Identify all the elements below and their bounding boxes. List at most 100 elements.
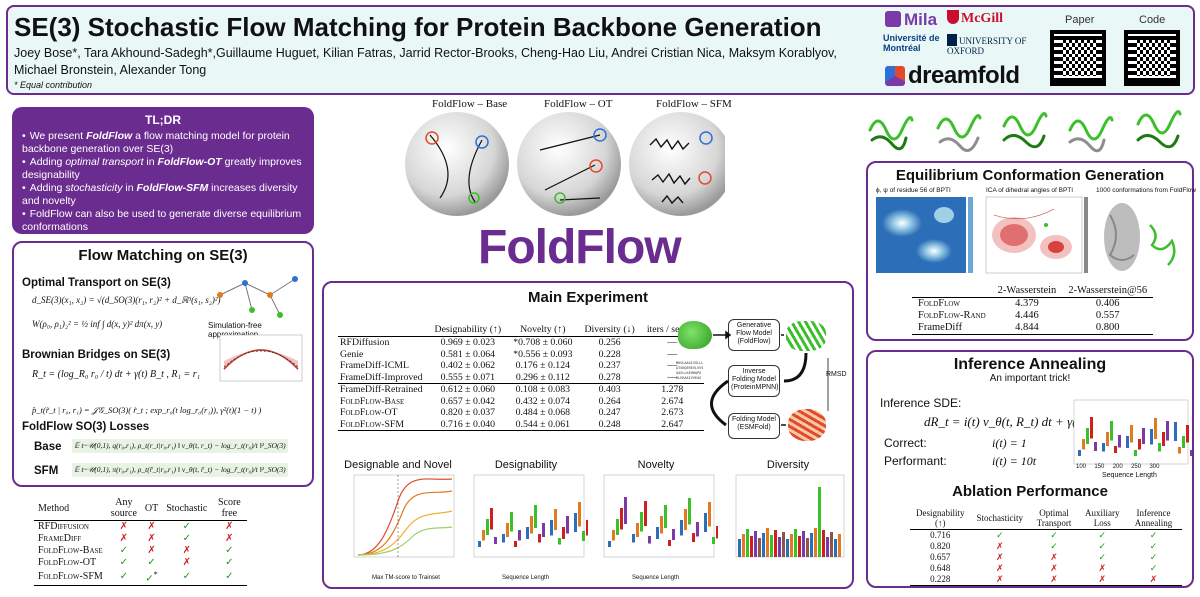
table-cell: 2.674: [661, 395, 684, 407]
eq-subfig-label-2: ICA of dihedral angles of BPTI: [986, 187, 1074, 194]
code-qr-icon[interactable]: [1124, 30, 1180, 86]
check-icon: ✓: [119, 545, 129, 556]
table-cell: 0.716: [930, 530, 951, 540]
annealing-boxplot: [1073, 399, 1192, 465]
designable-novel-plot: [353, 474, 455, 558]
box: [494, 537, 497, 544]
table-cell: FoldFlow-SFM: [338, 418, 429, 431]
box: [514, 541, 517, 547]
ablation-table-body: 0.716✓✓✓✓0.820✗✓✓✓0.657✗✗✓✓0.648✗✗✗✓0.22…: [910, 530, 1182, 586]
check-icon: ✓: [225, 545, 234, 556]
table-cell: 0.406: [1095, 298, 1120, 309]
bar: [758, 538, 761, 557]
box: [1110, 421, 1113, 441]
folded-structure-icon: [788, 409, 826, 441]
box: [1114, 446, 1117, 453]
table-header-row: 2-Wasserstein 2-Wasserstein@56: [912, 284, 1154, 298]
sfm-loss-label: SFM: [34, 465, 59, 477]
bar: [750, 536, 753, 557]
bar: [762, 533, 765, 557]
table-cell: FoldFlow-OT: [340, 407, 398, 418]
box: [1134, 450, 1137, 456]
table-cell: ✗: [1125, 574, 1182, 586]
cross-icon: ✗: [1050, 552, 1058, 562]
box: [1082, 439, 1085, 450]
noise-protein-icon: [678, 321, 712, 349]
poster-title: SE(3) Stochastic Flow Matching for Prote…: [14, 12, 822, 42]
cross-icon: ✗: [1050, 574, 1058, 584]
method-comparison-table: Method Any source OT Stochastic Score fr…: [34, 496, 248, 586]
cross-icon: ✗: [1098, 563, 1107, 573]
mcgill-logo: McGill: [947, 10, 1003, 27]
tldr-item: Adding optimal transport in FoldFlow-OT …: [22, 156, 304, 182]
table-cell: 0.820: [930, 541, 951, 551]
table-cell: ✗: [141, 533, 162, 545]
box: [644, 501, 647, 526]
table-cell: ✓: [1126, 552, 1182, 563]
table-cell: —: [667, 337, 678, 348]
box: [534, 505, 537, 528]
box: [486, 519, 489, 535]
table-cell: FrameDiff-Improved: [340, 371, 423, 383]
table-cell: ✗: [107, 521, 141, 534]
table-row: 0.228✗✗✗✗: [910, 574, 1182, 586]
table-cell: 0.108 ± 0.083: [507, 383, 579, 396]
table-row: FoldFlow-SFM✓✓*✓✓: [34, 569, 248, 586]
mini-chart-designable-novel: Designable and Novel Max TM-score to Tra…: [338, 459, 458, 587]
col-header: Optimal Transport: [1029, 507, 1079, 530]
box: [526, 527, 529, 539]
table-cell: ✓: [1029, 530, 1079, 542]
rmsd-label: RMSD: [826, 371, 847, 378]
box: [648, 536, 651, 544]
method-name: FoldFlow-Base: [38, 545, 103, 556]
mini-chart-designability: Designability Sequence Length: [464, 459, 593, 587]
box: [1086, 428, 1089, 444]
box: [704, 513, 707, 532]
eq-subfig-label-1: ϕ, ψ of residue 56 of BPTI: [876, 187, 951, 194]
box: [668, 540, 671, 546]
box: [1090, 417, 1093, 439]
flow-matching-panel: Flow Matching on SE(3) Optimal Transport…: [12, 241, 314, 487]
box: [550, 520, 553, 536]
table-cell: 0.648: [930, 563, 951, 573]
box: [636, 523, 639, 537]
sphere-label-ot: FoldFlow – OT: [544, 98, 613, 110]
bar: [802, 531, 805, 557]
box: [1190, 450, 1192, 456]
tldr-item: We present FoldFlow a flow matching mode…: [22, 130, 304, 156]
table-cell: 0.256: [598, 337, 621, 348]
table-cell: 0.278: [598, 371, 621, 383]
oxford-logo: UNIVERSITY OF OXFORD: [947, 34, 1027, 56]
table-row: FoldFlow-OT✓✓✗✓: [34, 557, 247, 569]
box: [518, 530, 521, 541]
table-cell: 0.820 ± 0.037: [440, 407, 496, 418]
boxplot-group: [478, 502, 593, 547]
sphere-base: [405, 112, 509, 216]
sim-free-label: Simulation-free approximation: [208, 321, 262, 339]
bar: [830, 532, 833, 557]
ica-dihedral-plot: [985, 196, 1088, 274]
diversity-barplot: [735, 474, 845, 558]
table-row: FrameDiff✗✗✓✗: [34, 533, 247, 545]
table-cell: 0.800: [1062, 322, 1154, 335]
table-cell: ✗: [141, 545, 162, 557]
table-cell: 2.673: [661, 407, 684, 418]
table-cell: 0.557: [1095, 310, 1120, 321]
table-cell: ✓: [1079, 541, 1126, 552]
table-header-row: Designability (↑) Novelty (↑) Diversity …: [338, 323, 704, 337]
oxford-crest-icon: [947, 34, 957, 46]
table-cell: 0.555 ± 0.071: [440, 371, 496, 383]
flow-matching-title: Flow Matching on SE(3): [78, 247, 248, 264]
paper-qr-icon[interactable]: [1050, 30, 1106, 86]
box: [582, 531, 585, 541]
box: [1118, 435, 1121, 448]
ot-equation-2: W(ρ₀, ρ₁)₂² = ½ inf ∫ d(x, y)² dπ(x, y): [32, 319, 163, 329]
col-header: Auxiliary Loss: [1079, 507, 1126, 530]
bar: [778, 537, 781, 557]
box: [664, 505, 667, 528]
check-icon: ✓: [119, 557, 129, 568]
ramachandran-plot: [876, 197, 973, 273]
